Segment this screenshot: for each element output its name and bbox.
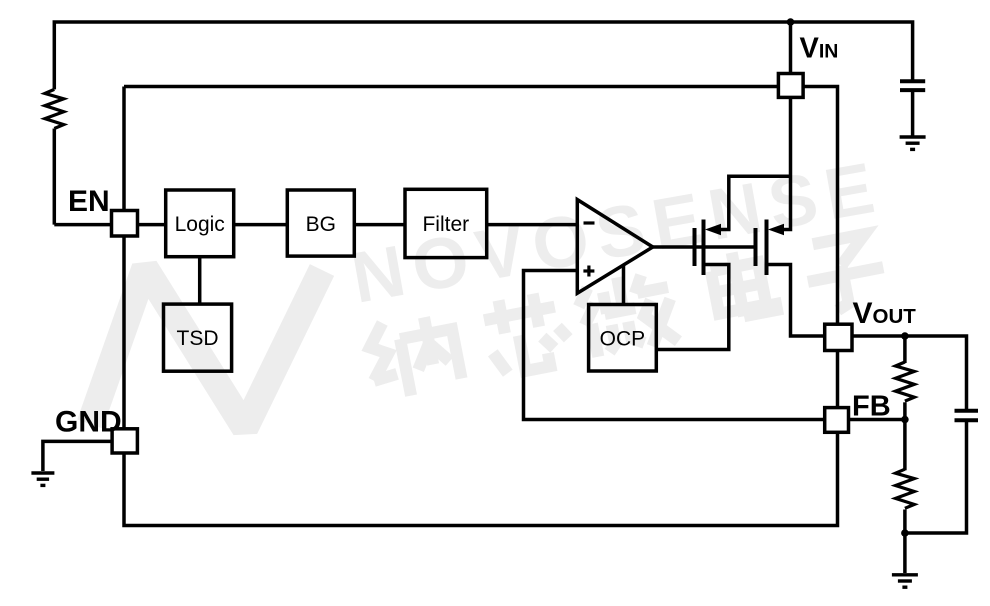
svg-text:VIN: VIN <box>800 33 839 65</box>
svg-text:Logic: Logic <box>175 213 225 236</box>
svg-text:BG: BG <box>306 213 336 236</box>
svg-text:TSD: TSD <box>177 327 219 350</box>
svg-text:OCP: OCP <box>600 328 646 351</box>
svg-text:GND: GND <box>55 406 122 439</box>
svg-text:Filter: Filter <box>422 213 469 236</box>
svg-text:FB: FB <box>852 390 891 422</box>
svg-text:EN: EN <box>68 185 110 218</box>
svg-text:VOUT: VOUT <box>853 297 917 330</box>
